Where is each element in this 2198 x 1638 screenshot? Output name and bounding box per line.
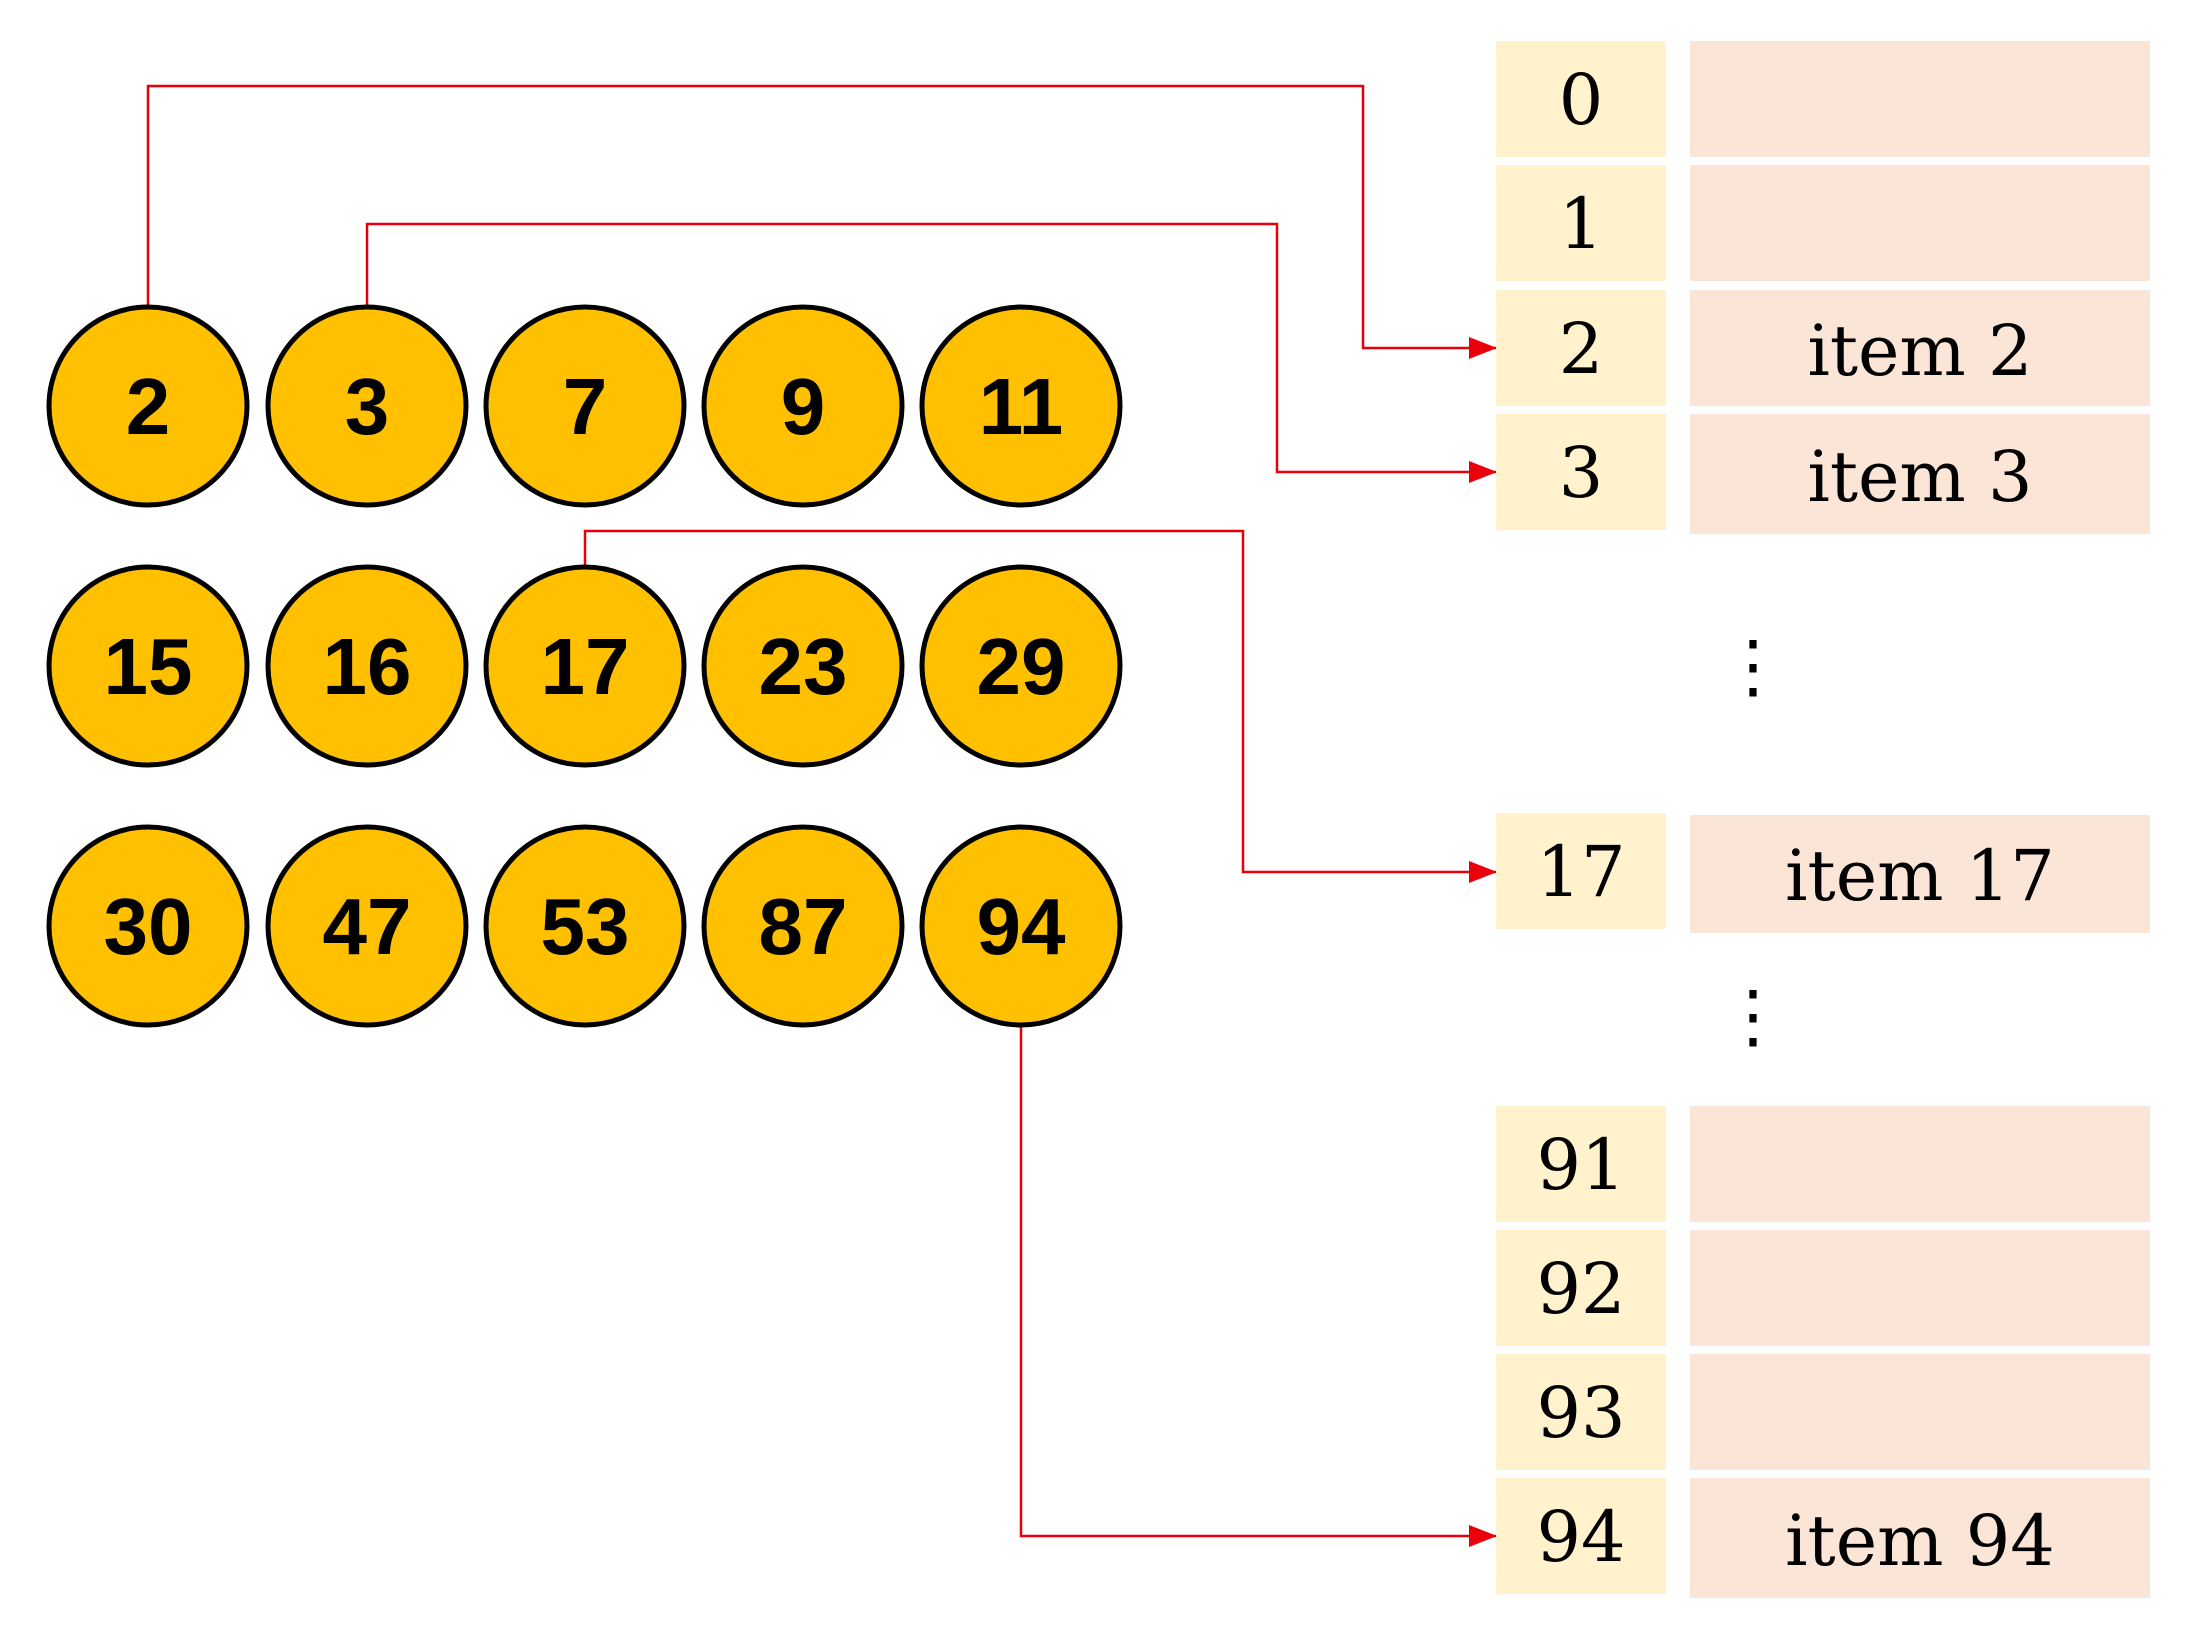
key-set-row-2: 15 16 17 23 29 [46, 564, 1123, 768]
key-ball: 94 [919, 824, 1123, 1028]
key-ball: 2 [46, 304, 250, 508]
ellipsis-upper: ⋮ [1718, 625, 1788, 707]
value-cell [1690, 815, 2150, 933]
key-label: 7 [563, 362, 608, 451]
key-label: 30 [104, 882, 193, 971]
value-cell [1690, 1354, 2150, 1470]
key-label: 53 [541, 882, 630, 971]
arrow-key-17 [583, 529, 1497, 883]
key-ball: 16 [265, 564, 469, 768]
table-row: 92 [1496, 1230, 2150, 1346]
index-cell [1496, 1106, 1666, 1222]
key-ball: 47 [265, 824, 469, 1028]
index-label: 93 [1536, 1372, 1625, 1454]
index-cell [1496, 1478, 1666, 1594]
index-cell [1496, 290, 1666, 406]
key-label: 3 [345, 362, 390, 451]
value-cell [1690, 165, 2150, 281]
arrow-key-3 [365, 222, 1497, 483]
value-cell [1690, 1106, 2150, 1222]
key-label: 29 [977, 622, 1066, 711]
key-label: 17 [541, 622, 630, 711]
key-label: 15 [104, 622, 193, 711]
key-ball: 11 [919, 304, 1123, 508]
key-label: 2 [126, 362, 171, 451]
value-cell [1690, 290, 2150, 406]
key-label: 94 [977, 882, 1066, 971]
index-cell [1496, 414, 1666, 530]
table-bottom-block: 91 92 93 94 item 94 [1496, 1106, 2150, 1598]
index-label: 0 [1559, 59, 1604, 141]
key-ball: 17 [483, 564, 687, 768]
key-to-slot-arrows [146, 84, 1497, 1547]
index-cell [1496, 1354, 1666, 1470]
key-set-row-3: 30 47 53 87 94 [46, 824, 1123, 1028]
index-cell [1496, 41, 1666, 157]
table-row: 3 item 3 [1496, 414, 2150, 534]
table-row: 93 [1496, 1354, 2150, 1470]
index-label: 3 [1559, 432, 1604, 514]
key-set-row-1: 2 3 7 9 11 [46, 304, 1123, 508]
key-ball: 7 [483, 304, 687, 508]
index-label: 94 [1536, 1496, 1625, 1578]
index-label: 1 [1559, 183, 1604, 265]
index-label: 92 [1536, 1248, 1625, 1330]
value-cell [1690, 41, 2150, 157]
index-label: 17 [1536, 831, 1625, 913]
table-row: 91 [1496, 1106, 2150, 1222]
key-ball: 23 [701, 564, 905, 768]
value-label: item 3 [1807, 436, 2032, 518]
arrow-key-94 [1019, 1026, 1497, 1547]
value-label: item 17 [1785, 835, 2055, 917]
table-top-block: 0 1 2 item 2 3 item 3 [1496, 41, 2150, 534]
table-row: 1 [1496, 165, 2150, 281]
key-label: 23 [759, 622, 848, 711]
value-cell [1690, 414, 2150, 534]
index-cell [1496, 1230, 1666, 1346]
index-label: 2 [1559, 308, 1604, 390]
index-cell [1496, 165, 1666, 281]
value-label: item 2 [1807, 310, 2032, 392]
table-row: 2 item 2 [1496, 290, 2150, 406]
key-label: 9 [781, 362, 826, 451]
key-ball: 29 [919, 564, 1123, 768]
value-label: item 94 [1785, 1500, 2055, 1582]
index-label: 91 [1536, 1124, 1625, 1206]
value-cell [1690, 1230, 2150, 1346]
key-label: 47 [323, 882, 412, 971]
key-ball: 30 [46, 824, 250, 1028]
table-row: 0 [1496, 41, 2150, 157]
key-label: 87 [759, 882, 848, 971]
table-middle-row: 17 item 17 [1496, 813, 2150, 933]
key-ball: 15 [46, 564, 250, 768]
key-label: 16 [323, 622, 412, 711]
key-ball: 9 [701, 304, 905, 508]
index-cell [1496, 813, 1666, 929]
key-label: 11 [979, 362, 1064, 451]
value-cell [1690, 1478, 2150, 1598]
arrow-key-2 [146, 84, 1497, 359]
table-row: 94 item 94 [1496, 1478, 2150, 1598]
ellipsis-lower: ⋮ [1718, 975, 1788, 1057]
key-ball: 53 [483, 824, 687, 1028]
key-ball: 87 [701, 824, 905, 1028]
key-ball: 3 [265, 304, 469, 508]
